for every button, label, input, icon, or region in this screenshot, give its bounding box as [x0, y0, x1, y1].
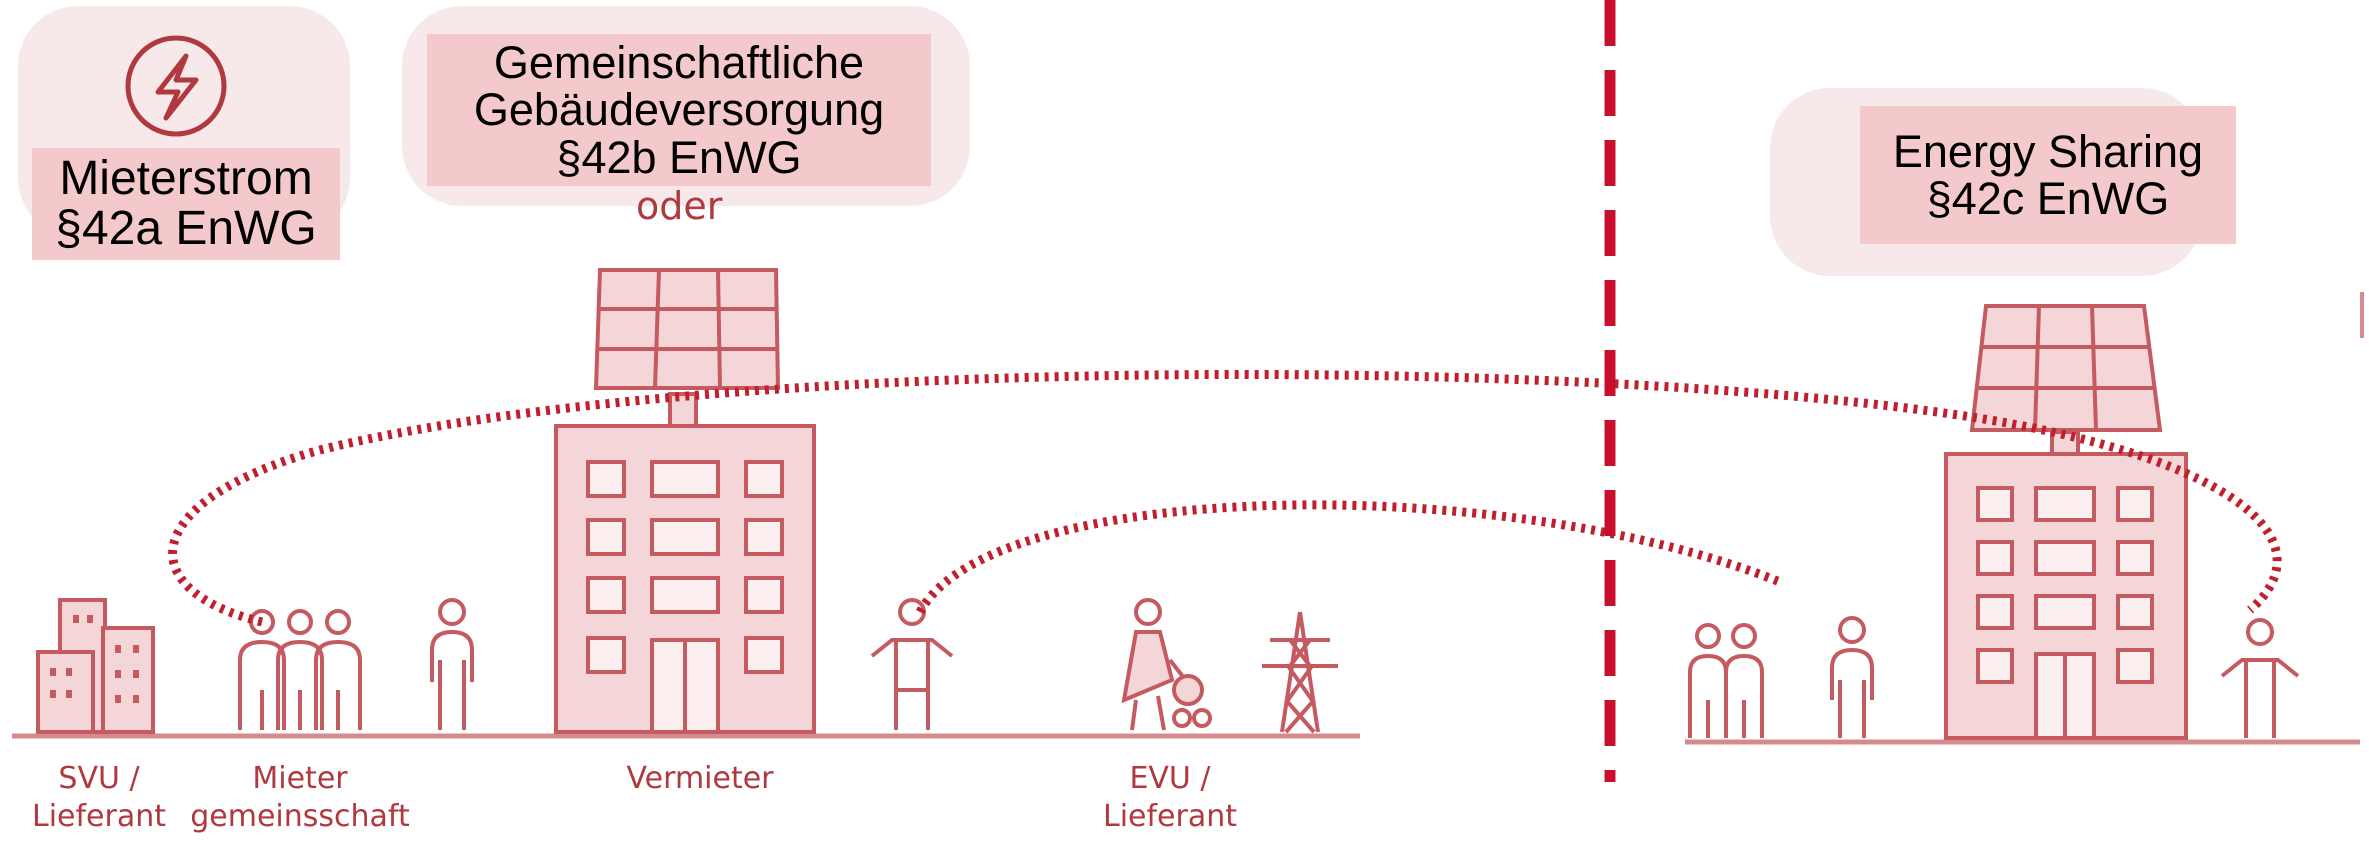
- couple-icon: [1688, 623, 1764, 738]
- power-tower-icon: [1262, 611, 1338, 734]
- right-building-icon: [1944, 304, 2188, 740]
- tenant-group-icon: [238, 609, 362, 730]
- mieterstrom-label: Mieterstrom §42a EnWG: [32, 148, 340, 260]
- person-open-arms-icon: [2220, 618, 2300, 738]
- main-building-icon: [554, 268, 816, 734]
- mieterstrom-text: Mieterstrom §42a EnWG: [55, 151, 317, 255]
- gebaeude-label: Gemeinschaftliche Gebäudeversorgung §42b…: [427, 34, 931, 186]
- mieter-caption: Mieter gemeinsschaft: [190, 761, 410, 834]
- person-icon: [1830, 616, 1874, 738]
- energy-flow-arcs: [168, 369, 2282, 627]
- evu-person-icon: [1121, 598, 1212, 731]
- lightning-icon: [125, 35, 227, 137]
- sharing-text: Energy Sharing §42c EnWG: [1892, 125, 2204, 224]
- evu-caption: EVU / Lieferant: [1102, 761, 1238, 834]
- landlord-icon: [870, 598, 954, 730]
- person-icon: [430, 598, 474, 730]
- ground-line: [12, 733, 2360, 745]
- sharing-label: Energy Sharing §42c EnWG: [1860, 106, 2236, 244]
- vermieter-caption: Vermieter: [626, 761, 774, 796]
- oder-text: oder: [636, 184, 723, 228]
- gebaeude-text: Gemeinschaftliche Gebäudeversorgung §42b…: [473, 37, 885, 183]
- city-buildings-icon: [36, 598, 155, 734]
- svu-caption: SVU / Lieferant: [31, 761, 167, 834]
